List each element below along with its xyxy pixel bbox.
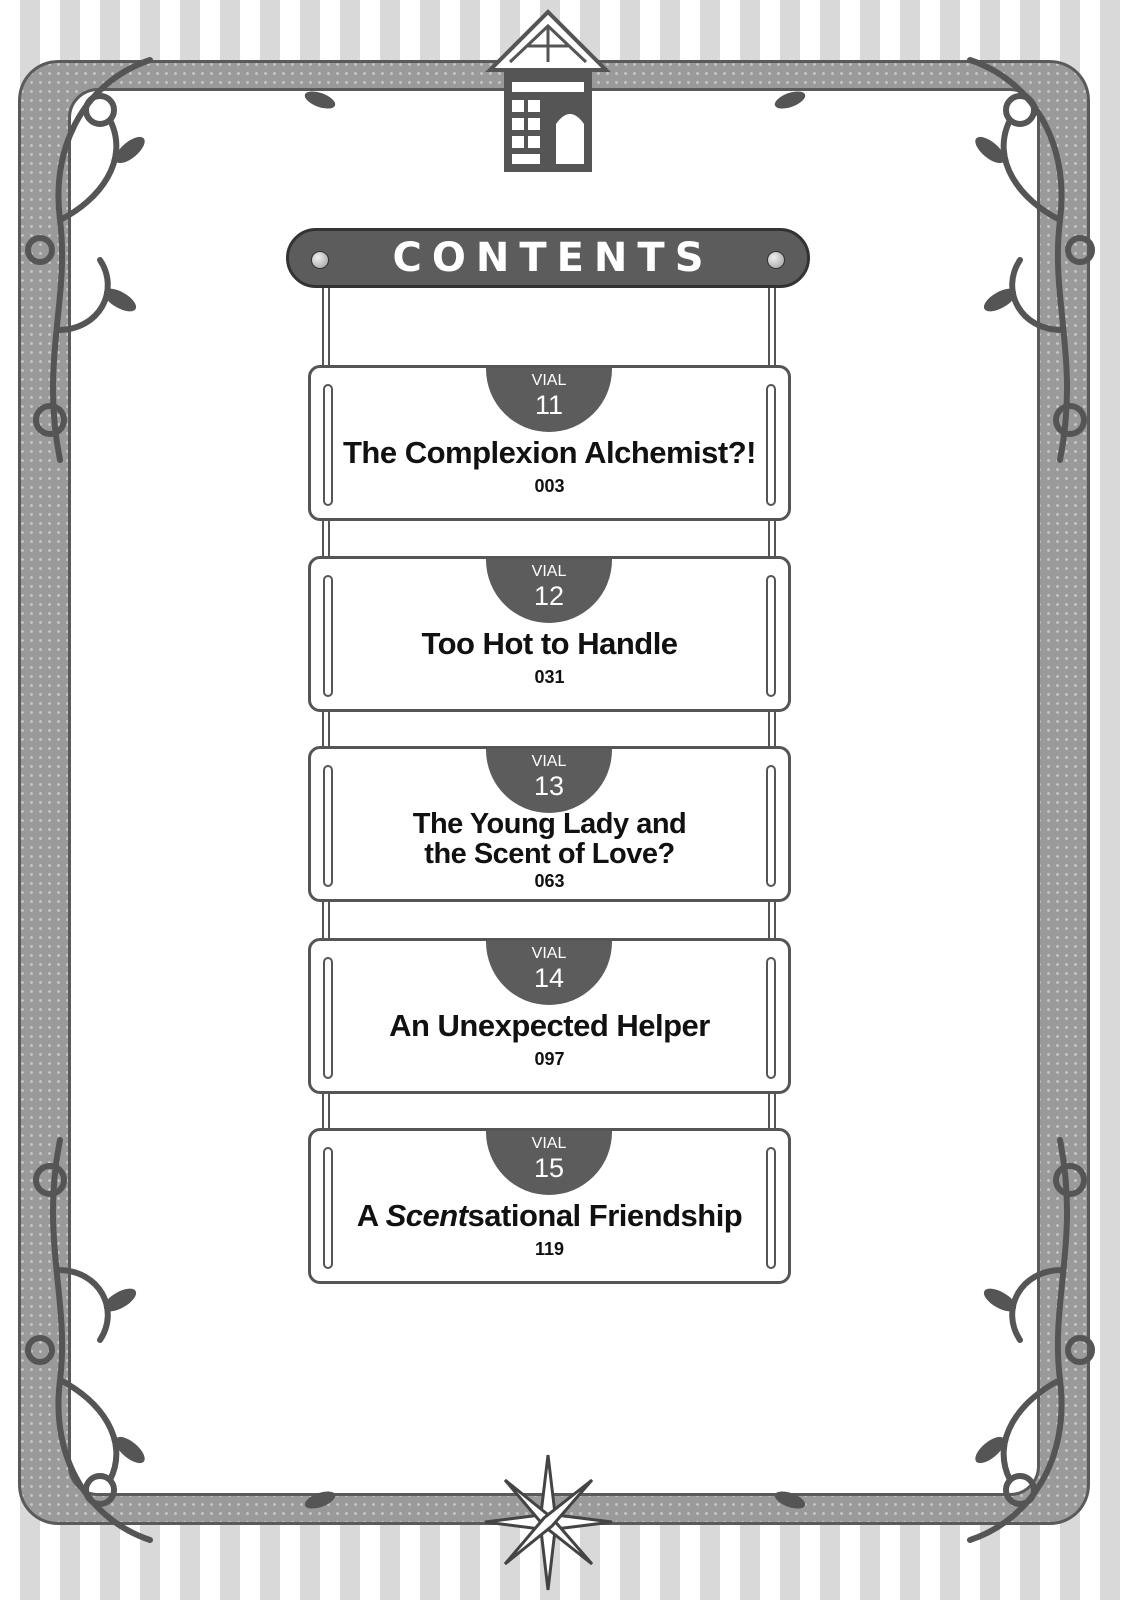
chapter-page: 119 <box>534 1239 565 1259</box>
chapter-title-suffix: sational Friendship <box>467 1198 743 1233</box>
chapter-title: An Unexpected Helper <box>389 1008 710 1043</box>
chapter-title: Too Hot to Handle <box>421 626 678 661</box>
vial-tab: VIAL 11 <box>486 368 612 432</box>
chapter-title-line: the Scent of Love? <box>424 838 675 870</box>
slot-icon <box>766 765 776 887</box>
slot-icon <box>323 1147 333 1269</box>
page-title: CONTENTS <box>392 235 714 281</box>
slot-icon <box>323 765 333 887</box>
chapter-title: The Young Lady and the Scent of Love? <box>341 809 758 869</box>
rivet-icon <box>311 251 329 269</box>
chapter-page: 003 <box>534 476 565 496</box>
vial-tab: VIAL 15 <box>486 1131 612 1195</box>
chapter-title-prefix: A <box>356 1198 386 1233</box>
chapter-title: The Complexion Alchemist?! <box>342 435 757 470</box>
chapter-sign-13[interactable]: VIAL 13 The Young Lady and the Scent of … <box>308 746 791 902</box>
chapter-title: A Scentsational Friendship <box>341 1199 758 1232</box>
chapter-title-italic: Scent <box>385 1198 468 1233</box>
vial-number: 14 <box>533 963 565 993</box>
slot-icon <box>766 1147 776 1269</box>
chapter-page: 097 <box>534 1049 565 1069</box>
vial-label: VIAL <box>531 1135 567 1152</box>
contents-banner: CONTENTS <box>286 228 810 288</box>
chapter-sign-11[interactable]: VIAL 11 The Complexion Alchemist?! 003 <box>308 365 791 521</box>
slot-icon <box>323 575 333 697</box>
slot-icon <box>323 957 333 1079</box>
vial-label: VIAL <box>531 945 567 962</box>
slot-icon <box>766 384 776 506</box>
chapter-sign-14[interactable]: VIAL 14 An Unexpected Helper 097 <box>308 938 791 1094</box>
chapter-title-line: The Young Lady and <box>412 808 687 840</box>
vial-tab: VIAL 13 <box>486 749 612 813</box>
chapter-page: 063 <box>534 871 565 891</box>
slot-icon <box>766 957 776 1079</box>
chapter-sign-12[interactable]: VIAL 12 Too Hot to Handle 031 <box>308 556 791 712</box>
slot-icon <box>766 575 776 697</box>
chapter-page: 031 <box>534 667 565 687</box>
vial-tab: VIAL 14 <box>486 941 612 1005</box>
vial-number: 15 <box>533 1153 565 1183</box>
vial-number: 11 <box>534 390 564 420</box>
vial-number: 13 <box>533 771 565 801</box>
vial-tab: VIAL 12 <box>486 559 612 623</box>
vial-number: 12 <box>533 581 565 611</box>
vial-label: VIAL <box>531 372 567 389</box>
vial-label: VIAL <box>531 563 567 580</box>
rivet-icon <box>767 251 785 269</box>
vial-label: VIAL <box>531 753 567 770</box>
chapter-sign-15[interactable]: VIAL 15 A Scentsational Friendship 119 <box>308 1128 791 1284</box>
slot-icon <box>323 384 333 506</box>
